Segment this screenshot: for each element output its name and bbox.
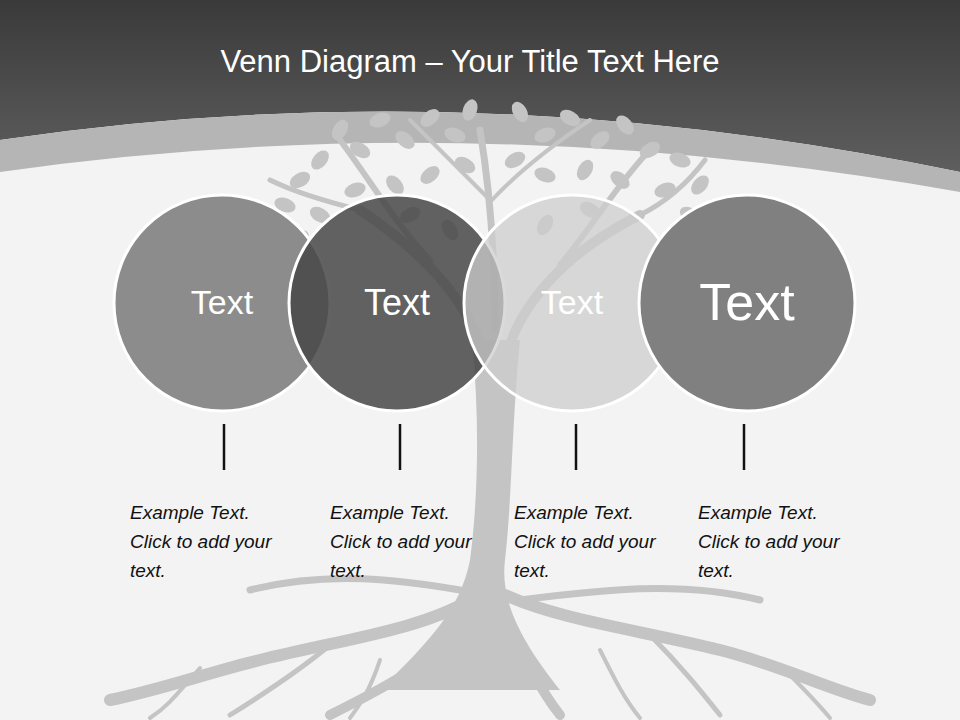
circle-label: Text — [636, 273, 858, 333]
tree-illustration — [110, 97, 870, 718]
tree-art-shape — [492, 120, 590, 200]
tree-art-shape — [328, 117, 351, 143]
tree-art-shape — [350, 660, 380, 718]
tree-art-shape — [460, 97, 481, 122]
tree-roots — [110, 578, 870, 718]
tree-art-shape — [410, 120, 490, 200]
tree-art-shape — [367, 110, 392, 131]
tree-art-shape — [342, 180, 367, 201]
tree-art-shape — [505, 595, 870, 700]
tree-art-shape — [573, 157, 596, 183]
tree-art-shape — [508, 99, 531, 125]
tree-art-shape — [500, 610, 560, 715]
tree-art-shape — [417, 163, 443, 188]
tree-art-shape — [587, 128, 613, 153]
tree-art-shape — [330, 610, 480, 715]
leader-lines — [224, 424, 744, 470]
tree-art-shape — [688, 172, 713, 198]
example-note: Example Text. Click to add your text. — [330, 498, 480, 585]
tree-art-shape — [452, 153, 478, 176]
tree-art-shape — [347, 138, 373, 161]
tree-art-shape — [520, 588, 760, 600]
tree-art-shape — [110, 600, 470, 700]
tree-art-shape — [607, 168, 633, 193]
tree-art-shape — [575, 424, 578, 470]
tree-art-shape — [600, 650, 640, 718]
tree-art-shape — [230, 645, 330, 715]
tree-art-shape — [392, 128, 418, 153]
tree-art-shape — [287, 168, 313, 191]
example-note: Example Text. Click to add your text. — [698, 498, 848, 585]
tree-art-shape — [557, 106, 583, 129]
tree-art-shape — [308, 147, 333, 173]
tree-art-shape — [780, 665, 830, 718]
example-note: Example Text. Click to add your text. — [130, 498, 280, 585]
tree-art-shape — [223, 424, 226, 470]
tree-art-shape — [652, 180, 677, 201]
tree-art-shape — [532, 125, 557, 146]
tree-art-shape — [743, 424, 746, 470]
tree-art-shape — [650, 635, 720, 715]
tree-art-shape — [417, 106, 443, 131]
tree-art-shape — [613, 112, 638, 138]
tree-art-shape — [532, 165, 557, 186]
venn-circle: Text — [636, 192, 858, 414]
slide-title: Venn Diagram – Your Title Text Here — [0, 44, 940, 80]
tree-art-shape — [150, 668, 200, 718]
tree-art-shape — [637, 138, 663, 161]
tree-art-shape — [667, 150, 692, 171]
example-note: Example Text. Click to add your text. — [514, 498, 664, 585]
tree-art-shape — [442, 125, 467, 146]
tree-art-shape — [502, 148, 528, 171]
tree-art-shape — [399, 424, 402, 470]
